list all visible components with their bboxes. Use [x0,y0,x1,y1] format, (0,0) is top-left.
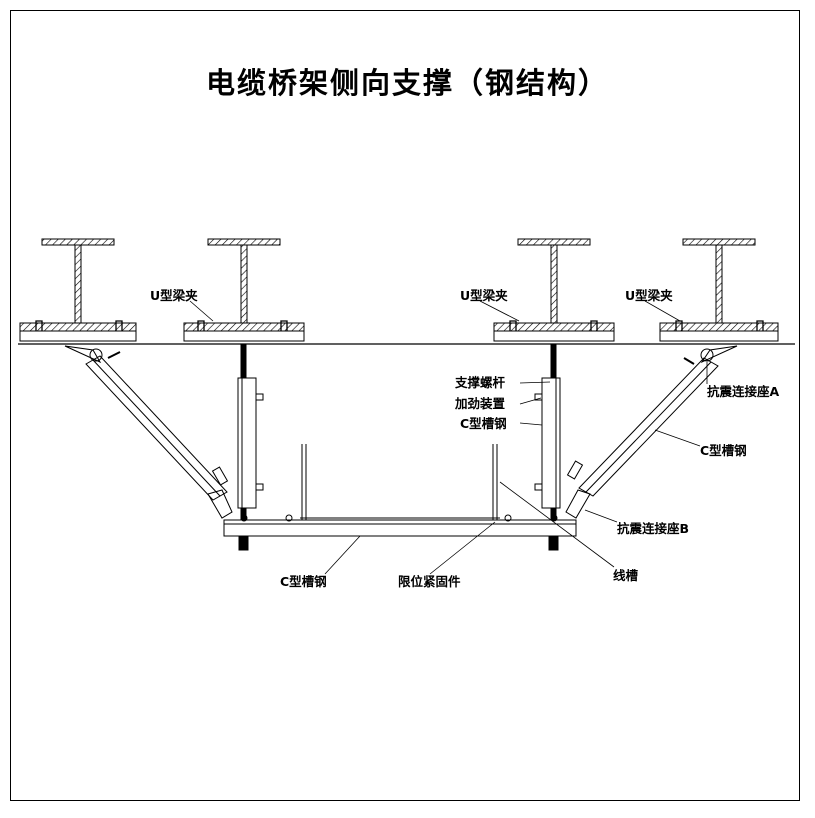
u-clamp-marks [35,320,764,331]
cable-trunking [285,444,512,522]
label-c-channel-bottom: C型槽钢 [280,574,327,589]
label-trunking: 线槽 [613,568,639,583]
right-hanger [534,343,561,521]
label-c-channel-right: C型槽钢 [460,416,507,431]
steel-beam-2 [183,238,305,342]
left-diagonal-brace [64,345,233,519]
label-u-clamp-2: U型梁夹 [460,288,508,303]
label-u-clamp-1: U型梁夹 [150,288,198,303]
drawing-title: 电缆桥架侧向支撑（钢结构） [205,66,609,100]
label-u-clamp-3: U型梁夹 [625,288,673,303]
steel-beam-1 [19,238,137,342]
drawing-frame [10,10,800,801]
label-stiffener: 加劲装置 [454,396,506,411]
label-support-rod: 支撑螺杆 [454,375,506,390]
steel-beam-3 [493,238,615,342]
label-seismic-seat-a: 抗震连接座A [707,384,780,399]
label-limit-fastener: 限位紧固件 [398,574,461,589]
label-seismic-seat-b: 抗震连接座B [617,521,689,536]
steel-beam-4 [659,238,779,342]
left-hanger [237,343,264,521]
leader-lines [189,300,708,575]
right-diagonal-brace [565,345,738,519]
label-c-channel-diagonal: C型槽钢 [700,443,747,458]
bottom-c-channel [223,514,577,551]
